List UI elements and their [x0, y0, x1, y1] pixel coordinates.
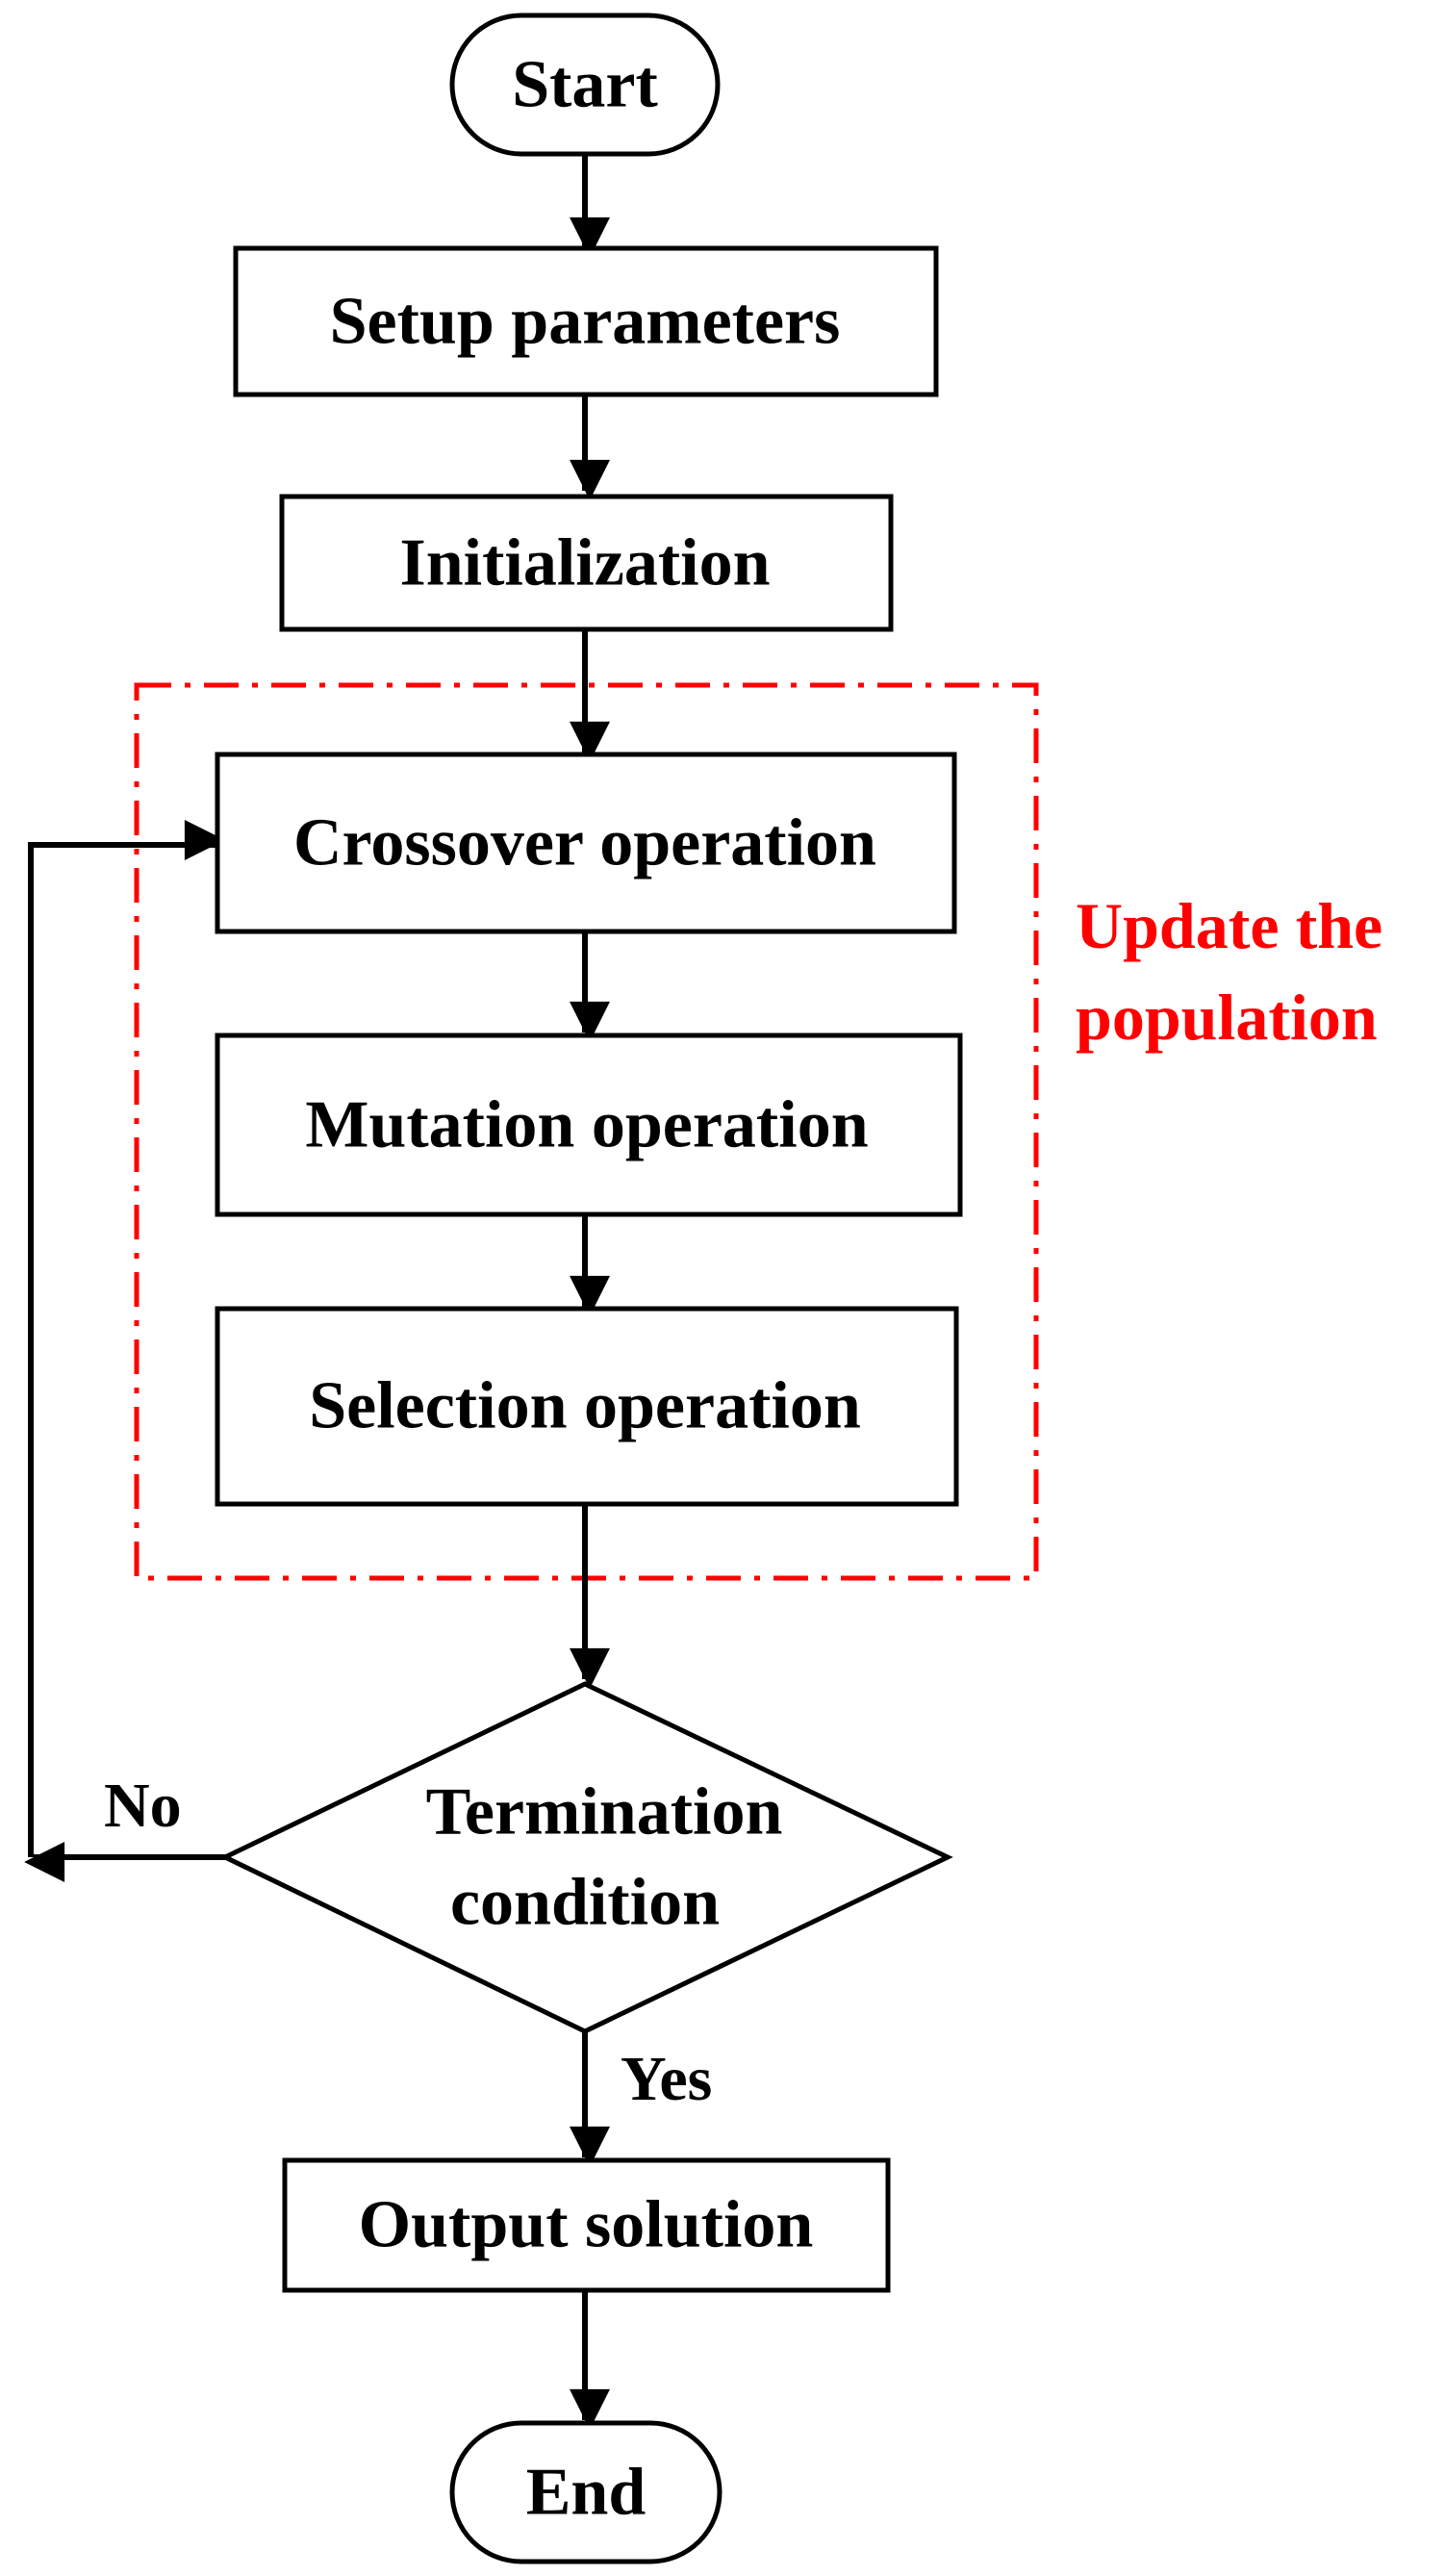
end-label: End	[526, 2456, 646, 2530]
selection-operation-label: Selection operation	[309, 1369, 861, 1443]
termination-condition-label-line1: Termination	[426, 1775, 783, 1849]
crossover-operation-box	[215, 752, 957, 934]
termination-condition-decision	[219, 1681, 953, 2034]
setup-parameters-box	[233, 245, 939, 397]
selection-operation-box	[215, 1306, 959, 1507]
initialization-label: Initialization	[399, 526, 770, 600]
loop-back-path	[28, 820, 225, 1857]
output-solution-box	[282, 2157, 891, 2293]
setup-parameters-label: Setup parameters	[330, 285, 841, 359]
start-terminal	[449, 13, 721, 157]
start-label: Start	[512, 48, 658, 122]
mutation-operation-box	[215, 1033, 963, 1217]
end-terminal	[449, 2420, 722, 2564]
group-label-line2: population	[1076, 981, 1378, 1054]
edge-label-no: No	[104, 1771, 182, 1841]
output-solution-label: Output solution	[359, 2188, 814, 2262]
mutation-operation-label: Mutation operation	[305, 1088, 868, 1162]
crossover-operation-label: Crossover operation	[293, 806, 876, 880]
edge-label-yes: Yes	[621, 2044, 712, 2114]
initialization-box	[279, 494, 894, 632]
group-label-line1: Update the	[1076, 889, 1382, 962]
termination-condition-label-line2: condition	[450, 1866, 720, 1940]
